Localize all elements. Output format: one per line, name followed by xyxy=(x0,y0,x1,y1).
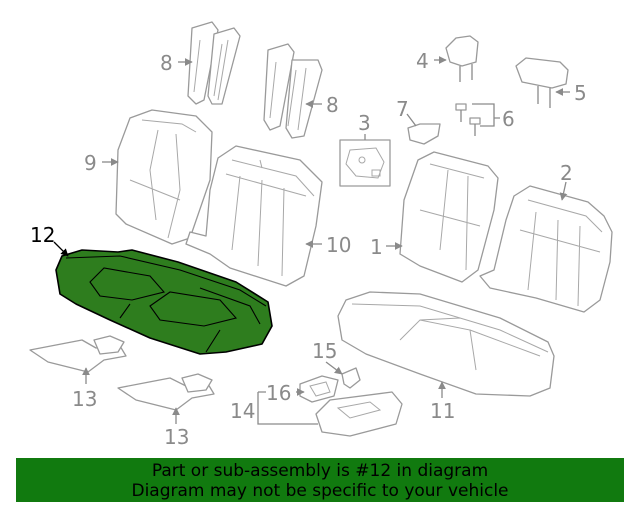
seatback-pad-2 xyxy=(479,185,613,313)
callout-9: 9 xyxy=(84,151,97,175)
bracket-13-upper xyxy=(29,335,127,373)
callout-6: 6 xyxy=(502,107,515,131)
headrest-4 xyxy=(445,35,479,82)
callout-5: 5 xyxy=(574,81,587,105)
callout-7: 7 xyxy=(396,97,409,121)
callout-13-lower: 13 xyxy=(164,425,189,449)
banner-line-2: Diagram may not be specific to your vehi… xyxy=(131,481,509,501)
tray-14 xyxy=(315,391,403,437)
bracket-3 xyxy=(339,139,391,187)
seatback-frame-8-left xyxy=(187,21,241,105)
callout-2: 2 xyxy=(560,161,573,185)
seat-cushion-11 xyxy=(337,291,555,397)
banner-line-1: Part or sub-assembly is #12 in diagram xyxy=(151,461,489,481)
bracket-13-lower xyxy=(117,373,215,411)
headrest-5 xyxy=(515,57,569,108)
callout-4: 4 xyxy=(416,49,429,73)
seat-cushion-12-highlighted xyxy=(55,249,273,355)
seatback-cover-9 xyxy=(115,109,213,245)
seatback-pad-10 xyxy=(185,145,323,287)
info-banner: Part or sub-assembly is #12 in diagram D… xyxy=(16,458,624,502)
callout-12: 12 xyxy=(30,223,55,247)
callout-11: 11 xyxy=(430,399,455,423)
seatback-cover-1 xyxy=(399,151,499,283)
callout-13-upper: 13 xyxy=(72,387,97,411)
clip-15 xyxy=(341,367,361,389)
callout-8-right: 8 xyxy=(326,93,339,117)
callout-14: 14 xyxy=(230,399,255,423)
callout-8-left: 8 xyxy=(160,51,173,75)
trim-7 xyxy=(407,123,441,145)
callout-3: 3 xyxy=(358,111,371,135)
seatback-frame-8-right xyxy=(263,43,323,139)
parts-diagram: 8 8 9 10 3 4 5 7 6 1 2 11 12 13 13 15 16… xyxy=(29,21,613,449)
cover-16 xyxy=(299,375,339,403)
callout-15: 15 xyxy=(312,339,337,363)
callout-10: 10 xyxy=(326,233,351,257)
callout-16: 16 xyxy=(266,381,291,405)
leader-lines xyxy=(53,56,570,425)
callout-1: 1 xyxy=(370,235,383,259)
guides-6 xyxy=(455,103,481,136)
